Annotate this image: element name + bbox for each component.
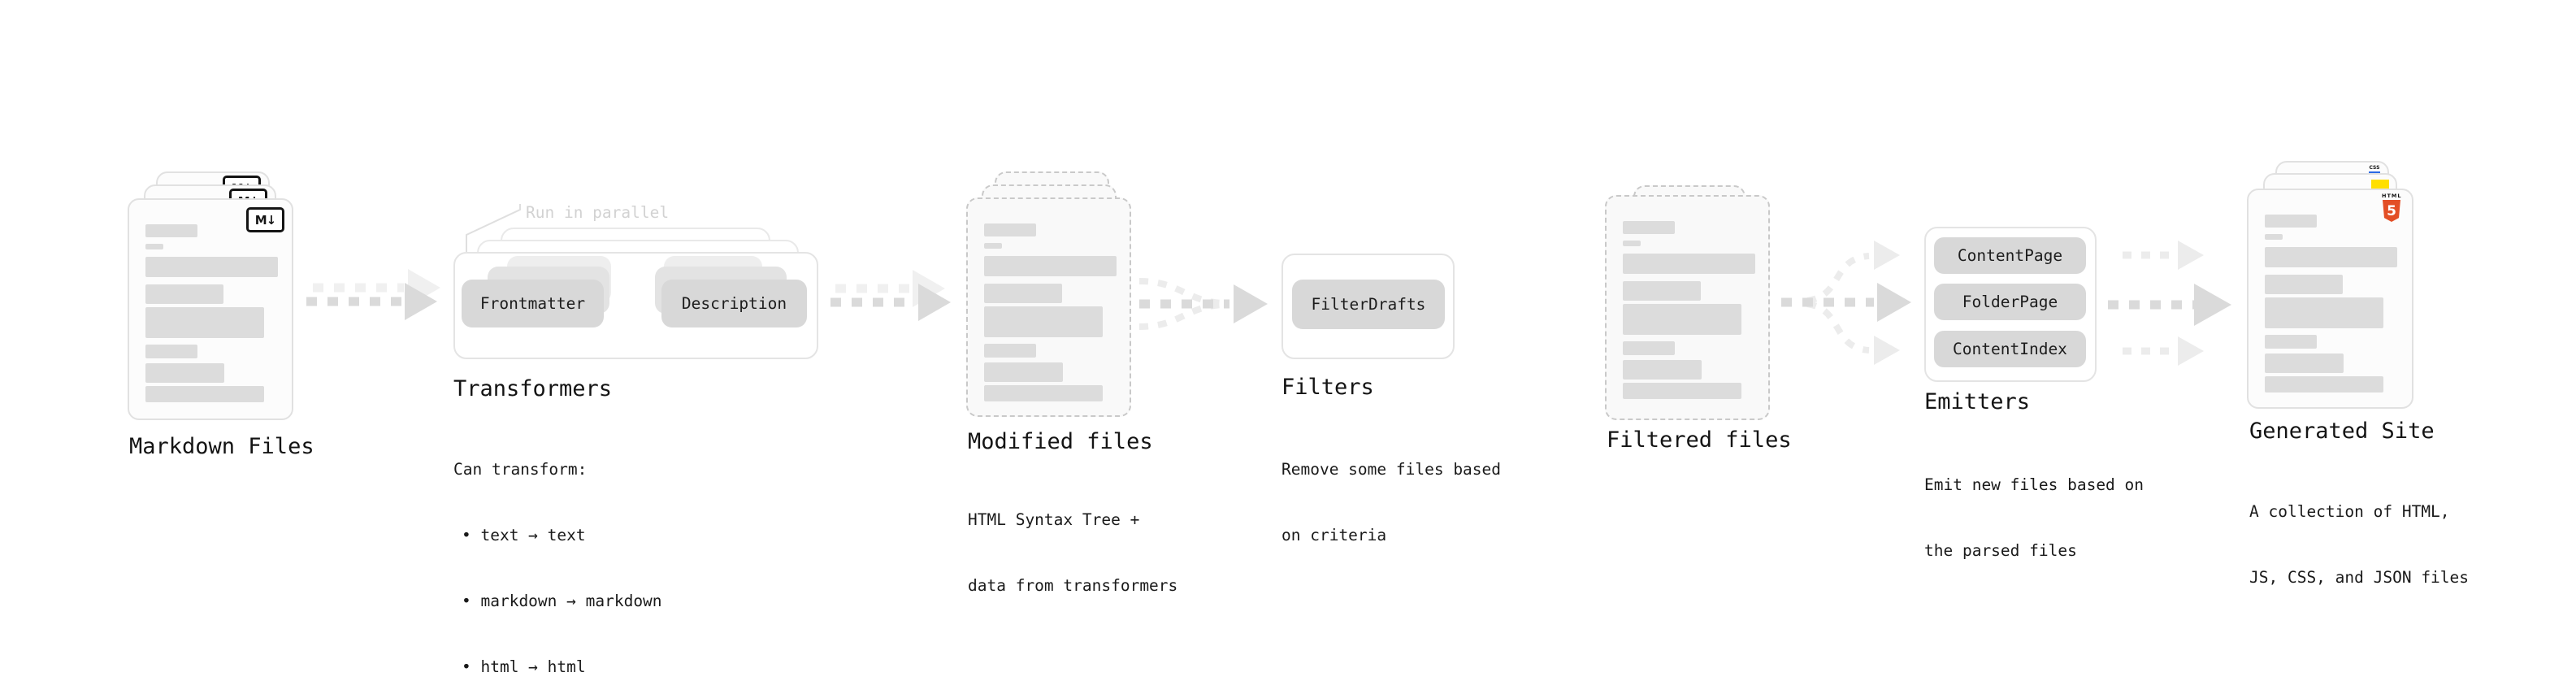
stage-title-filtered: Filtered files: [1607, 427, 1792, 453]
desc-line: A collection of HTML,: [2249, 502, 2450, 521]
file-content-bar: [984, 344, 1036, 358]
stage-title-modified: Modified files: [968, 429, 1153, 454]
desc-line: HTML Syntax Tree +: [968, 510, 1140, 529]
file-content-bar: [984, 362, 1063, 382]
stage-description-generated: A collection of HTML, JS, CSS, and JSON …: [2249, 457, 2469, 632]
desc-line: Can transform:: [453, 460, 588, 479]
file-sheet: [1605, 195, 1770, 420]
file-content-bar: [2265, 215, 2317, 228]
file-content-bar: [984, 306, 1103, 337]
stage-title-transformers: Transformers: [453, 376, 613, 401]
file-content-bar: [984, 385, 1103, 401]
desc-line: Emit new files based on: [1924, 475, 2144, 494]
file-content-bar: [145, 307, 264, 338]
arrow-modified-to-filters: [1138, 278, 1268, 330]
arrow-filtered-to-emitters: [1781, 241, 1911, 365]
file-content-bar: [145, 224, 197, 237]
stage-description-filters: Remove some files based on criteria: [1281, 414, 1501, 590]
pill-frontmatter: Frontmatter: [462, 280, 604, 327]
html5-shield: 5: [2383, 200, 2400, 222]
file-content-bar: [1623, 360, 1702, 380]
file-content-bar: [2265, 297, 2383, 328]
file-content-bar: [2265, 247, 2397, 267]
js-file-icon: [2371, 180, 2389, 189]
file-content-bar: [145, 345, 197, 358]
file-content-bar: [984, 243, 1002, 249]
file-sheet: M↓: [128, 198, 293, 420]
file-content-bar: [145, 257, 278, 277]
file-content-bar: [984, 284, 1062, 303]
stage-description-modified: HTML Syntax Tree + data from transformer…: [968, 465, 1177, 640]
file-content-bar: [2265, 275, 2343, 294]
css-file-icon: CSS: [2368, 166, 2381, 174]
file-content-bar: [2265, 335, 2317, 349]
arrow-transformers-to-modified: [830, 270, 951, 321]
desc-bullet: • html → html: [462, 657, 586, 676]
stage-description-emitters: Emit new files based on the parsed files: [1924, 430, 2144, 605]
pill-contentpage: ContentPage: [1934, 237, 2086, 274]
arrow-emitters-to-generated: [2108, 241, 2231, 366]
file-content-bar: [984, 256, 1117, 276]
stage-title-filters: Filters: [1281, 375, 1374, 400]
arrow-markdown-to-transformers: [306, 269, 440, 320]
file-content-bar: [145, 386, 264, 402]
css-badge-underline: [2369, 171, 2380, 174]
desc-line: JS, CSS, and JSON files: [2249, 568, 2470, 587]
file-content-bar: [1623, 254, 1755, 274]
desc-bullet: • markdown → markdown: [462, 592, 662, 610]
markdown-badge-label: M↓: [254, 212, 276, 228]
file-content-bar: [1623, 221, 1675, 234]
html5-icon: HTML 5: [2382, 193, 2401, 222]
file-sheet: [966, 197, 1131, 417]
markdown-file-icon: M↓: [246, 207, 284, 232]
stage-title-generated: Generated Site: [2249, 419, 2435, 444]
stage-description-transformers: Can transform: • text → text • markdown …: [453, 414, 662, 681]
file-content-bar: [1623, 383, 1741, 399]
file-content-bar: [145, 284, 223, 304]
file-content-bar: [1623, 241, 1641, 246]
file-content-bar: [2265, 234, 2283, 240]
file-sheet: HTML 5: [2247, 189, 2413, 409]
file-content-bar: [145, 244, 163, 249]
file-content-bar: [2265, 354, 2344, 373]
file-content-bar: [145, 363, 224, 383]
desc-line: the parsed files: [1924, 541, 2077, 560]
stage-title-markdown: Markdown Files: [129, 434, 314, 459]
html5-word: HTML: [2382, 193, 2402, 199]
desc-line: Remove some files based: [1281, 460, 1502, 479]
file-content-bar: [984, 223, 1036, 236]
stage-title-emitters: Emitters: [1924, 389, 2031, 414]
file-content-bar: [1623, 304, 1741, 335]
pill-description: Description: [661, 280, 807, 327]
run-in-parallel-annotation: Run in parallel: [526, 203, 670, 222]
file-content-bar: [1623, 341, 1675, 355]
pill-contentindex: ContentIndex: [1934, 331, 2086, 367]
desc-line: on criteria: [1281, 526, 1387, 544]
desc-bullet: • text → text: [462, 526, 586, 544]
css-badge-label: CSS: [2369, 165, 2380, 171]
file-content-bar: [2265, 376, 2383, 393]
pill-folderpage: FolderPage: [1934, 284, 2086, 320]
html5-number: 5: [2387, 202, 2396, 219]
pill-filterdrafts: FilterDrafts: [1292, 280, 1445, 329]
file-content-bar: [1623, 281, 1701, 301]
desc-line: data from transformers: [968, 576, 1178, 595]
